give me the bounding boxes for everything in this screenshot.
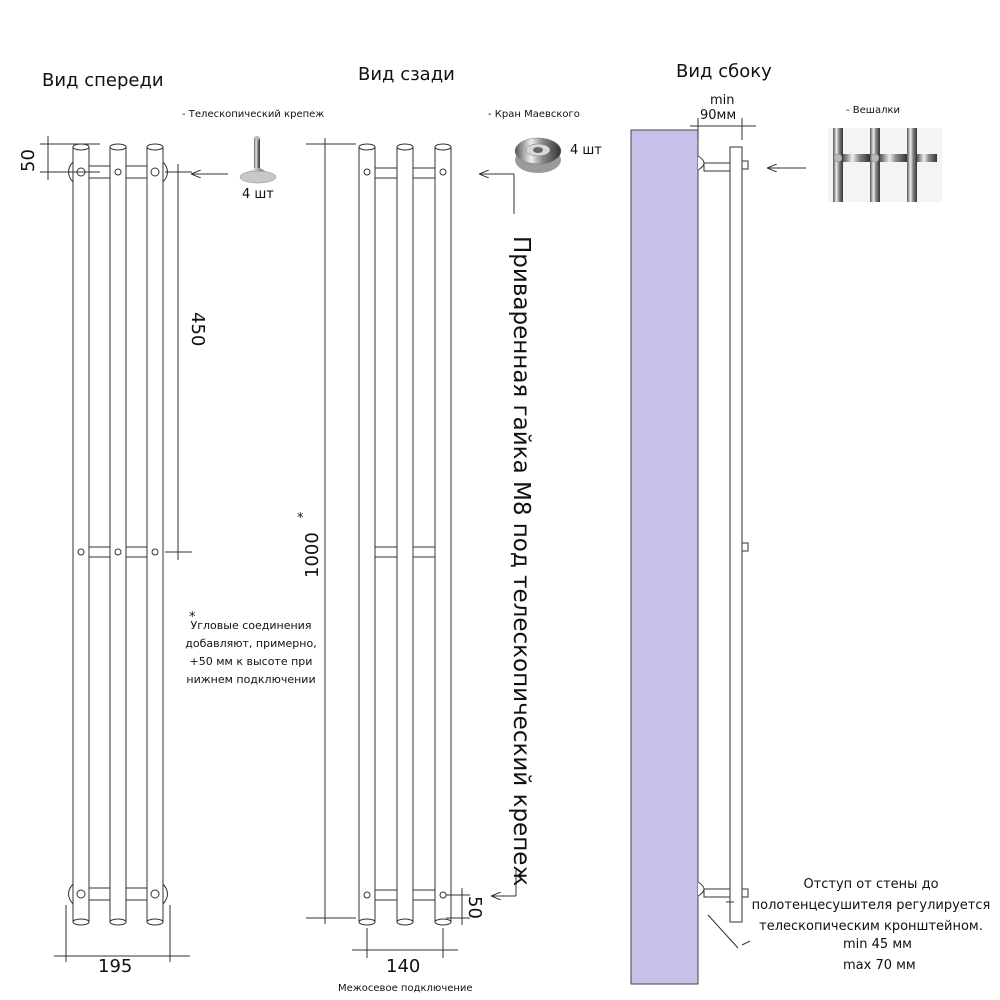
mayevsky-valve-icon bbox=[514, 137, 562, 173]
telescopic-fastener-label: - Телескопический крепеж bbox=[182, 109, 325, 120]
telescopic-fastener-icon bbox=[239, 136, 277, 184]
front-view-title: Вид спереди bbox=[42, 70, 164, 91]
dimension-top-50: 50 bbox=[18, 149, 39, 172]
corner-note-star: * bbox=[189, 610, 196, 625]
front-tube-2 bbox=[109, 146, 127, 923]
side-tube bbox=[729, 146, 743, 923]
mayevsky-valve-label: - Кран Маевского bbox=[488, 109, 580, 120]
welded-nut-note: Приваренная гайка М8 под телескопический… bbox=[508, 236, 534, 887]
back-tube-1 bbox=[358, 146, 376, 923]
dimension-195: 195 bbox=[98, 956, 133, 977]
wall-max-note: max 70 мм bbox=[843, 958, 916, 973]
dimension-1000: 1000 bbox=[302, 532, 323, 578]
front-view-drawing bbox=[40, 136, 228, 962]
hangers-photo bbox=[828, 128, 942, 202]
interaxial-caption: Межосевое подключение bbox=[338, 983, 473, 994]
dimension-bottom-50: 50 bbox=[464, 896, 485, 919]
back-view-title: Вид сзади bbox=[358, 64, 455, 85]
dimension-1000-star: * bbox=[297, 511, 304, 526]
front-tube-1 bbox=[72, 146, 90, 923]
wall-min-note: min 45 мм bbox=[843, 937, 912, 952]
side-90-label: 90мм bbox=[700, 108, 737, 123]
back-tube-3 bbox=[434, 146, 452, 923]
front-tube-3 bbox=[146, 146, 164, 923]
wall bbox=[630, 129, 699, 985]
dimension-450: 450 bbox=[187, 312, 208, 347]
side-min-label: min bbox=[710, 93, 735, 108]
hangers-label: - Вешалки bbox=[846, 105, 901, 116]
corner-connection-note: Угловые соединения добавляют, примерно, … bbox=[185, 619, 317, 686]
telescopic-fastener-qty: 4 шт bbox=[242, 187, 274, 202]
dimension-140: 140 bbox=[386, 956, 421, 977]
side-view-title: Вид сбоку bbox=[676, 61, 772, 82]
side-view-drawing bbox=[630, 118, 806, 985]
mayevsky-valve-qty: 4 шт bbox=[570, 143, 602, 158]
wall-offset-note: Отступ от стены до полотенцесушителя рег… bbox=[751, 877, 991, 934]
back-view-drawing bbox=[306, 138, 517, 958]
back-tube-2 bbox=[396, 146, 414, 923]
